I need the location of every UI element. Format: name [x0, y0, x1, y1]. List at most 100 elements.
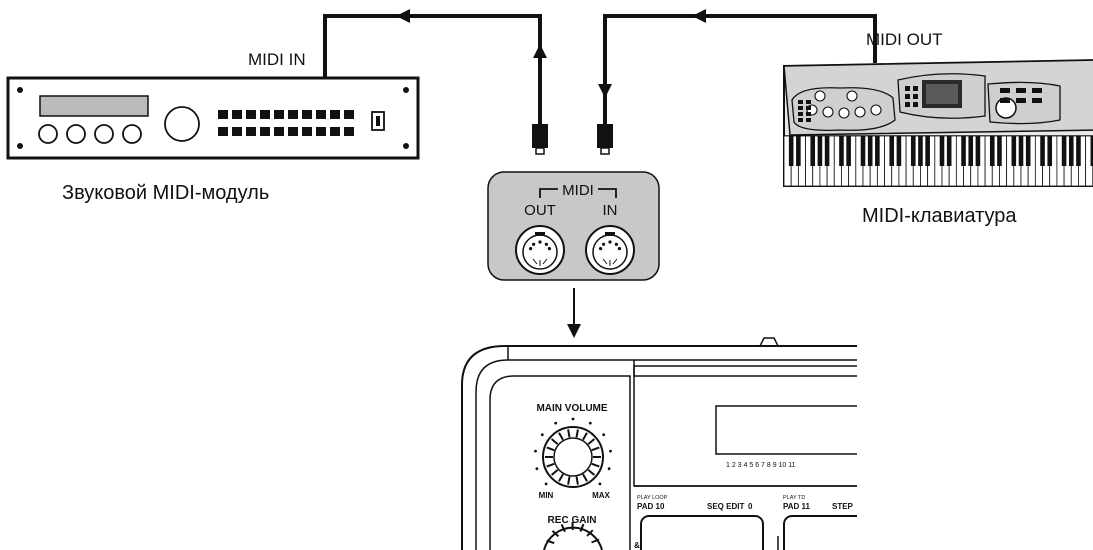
- gain-knob-ridge: [591, 538, 600, 544]
- module-button: [330, 110, 340, 119]
- keyboard-knob: [838, 107, 850, 119]
- midi-pin: [617, 247, 622, 251]
- knob-scale-dot: [602, 433, 606, 437]
- keyboard-knob: [814, 90, 826, 102]
- knob-scale-dot: [607, 467, 611, 471]
- keyboard-black-key: [1025, 136, 1031, 166]
- gain-knob-ridge: [586, 529, 594, 537]
- pad-11: [783, 515, 857, 550]
- keyboard-button: [1016, 98, 1026, 103]
- keyboard-black-key: [939, 136, 945, 166]
- midi-out-port: [515, 225, 565, 275]
- midi-keyboard: [783, 59, 1093, 187]
- midi-interface-panel: MIDI OUT IN: [487, 171, 660, 281]
- keyboard-black-key: [788, 136, 794, 166]
- midi-pin: [538, 240, 542, 244]
- module-button: [246, 127, 256, 136]
- keyboard-button: [798, 118, 803, 122]
- keyboard-black-key: [824, 136, 830, 166]
- module-button: [274, 127, 284, 136]
- keyboard-black-key: [989, 136, 995, 166]
- keyboard-button: [806, 100, 811, 104]
- module-button: [260, 127, 270, 136]
- keyboard-black-key: [839, 136, 844, 166]
- keyboard-knob: [846, 90, 858, 102]
- sampler-device: MAIN VOLUME MIN MAX REC GAIN 1 2 3 4 5 6…: [461, 337, 857, 550]
- module-button: [288, 127, 298, 136]
- gain-knob-ridge: [551, 530, 560, 538]
- midi-pin: [529, 247, 533, 251]
- cable-arrow-down: [598, 84, 612, 98]
- play-loop-label: PLAY LOOP: [637, 495, 668, 501]
- midi-pin: [608, 240, 612, 244]
- keyboard-black-key: [867, 136, 873, 166]
- keyboard-button: [905, 86, 910, 91]
- knob-ridge: [558, 432, 564, 441]
- keyboard-button: [1000, 98, 1010, 103]
- sound-module: [6, 76, 420, 160]
- keyboard-black-key: [910, 136, 916, 166]
- module-button: [246, 110, 256, 119]
- keyboard-button: [1000, 88, 1010, 93]
- midi-out-label: OUT: [524, 202, 556, 219]
- flow-arrow-down: [567, 288, 581, 338]
- keyboard-button: [905, 102, 910, 107]
- keyboard-black-key: [925, 136, 930, 166]
- main-volume-label: MAIN VOLUME: [536, 403, 607, 414]
- pad-10: [640, 515, 764, 550]
- keyboard-black-key: [810, 136, 816, 166]
- module-button: [344, 127, 354, 136]
- keyboard-black-key: [860, 136, 866, 166]
- knob-scale-dot: [544, 482, 548, 486]
- knob-scale-dot: [540, 433, 544, 437]
- step-label: STEP: [832, 502, 854, 511]
- level-scale-numbers: 1 2 3 4 5 6 7 8 9 10 11: [726, 462, 796, 469]
- keyboard-button: [1032, 88, 1042, 93]
- knob-scale-dot: [554, 421, 558, 425]
- keyboard-knob: [870, 104, 882, 116]
- midi-out-label-top: MIDI OUT: [866, 30, 943, 49]
- cable-arrow-left-1: [396, 9, 410, 23]
- knob-ridge: [558, 473, 564, 482]
- keyboard-black-key: [1011, 136, 1017, 166]
- knob-ridge: [582, 432, 588, 441]
- module-button: [316, 127, 326, 136]
- keyboard-button: [913, 86, 918, 91]
- max-label: MAX: [592, 491, 610, 500]
- zero-label: 0: [748, 502, 753, 511]
- keyboard-knob: [822, 106, 834, 118]
- keyboard-black-key: [1076, 136, 1081, 166]
- pad-10-label: PAD 10: [637, 502, 665, 511]
- keyboard-black-key: [846, 136, 851, 166]
- module-button: [232, 127, 242, 136]
- keyboard-black-key: [997, 136, 1002, 166]
- midi-pin-line: [532, 258, 538, 265]
- knob-ridge: [546, 446, 555, 452]
- midi-in-port: [585, 225, 635, 275]
- keyboard-black-key: [918, 136, 923, 166]
- cable-arrow-left-2: [692, 9, 706, 23]
- keyboard-button: [798, 106, 803, 110]
- module-button: [330, 127, 340, 136]
- midi-pin-line: [542, 258, 548, 265]
- keyboard-button: [798, 112, 803, 116]
- keyboard-button: [806, 112, 811, 116]
- keyboard-black-key: [946, 136, 952, 166]
- keyboard-button: [913, 94, 918, 99]
- gain-knob-ridge: [546, 539, 555, 545]
- knob-ridge: [567, 429, 571, 438]
- midi-in-label-top: MIDI IN: [248, 50, 306, 69]
- midi-pin: [599, 247, 603, 251]
- module-button: [288, 110, 298, 119]
- module-button: [260, 110, 270, 119]
- midi-cables: [323, 14, 877, 128]
- module-button: [316, 110, 326, 119]
- keyboard-button: [806, 106, 811, 110]
- knob-scale-dot: [535, 467, 539, 471]
- keyboard-caption: MIDI-клавиатура: [862, 205, 1017, 227]
- knob-ridge: [591, 446, 600, 452]
- knob-ridge: [550, 469, 559, 476]
- knob-scale-dot: [609, 449, 612, 453]
- keyboard-knob: [854, 106, 866, 118]
- keyboard-black-key: [889, 136, 895, 166]
